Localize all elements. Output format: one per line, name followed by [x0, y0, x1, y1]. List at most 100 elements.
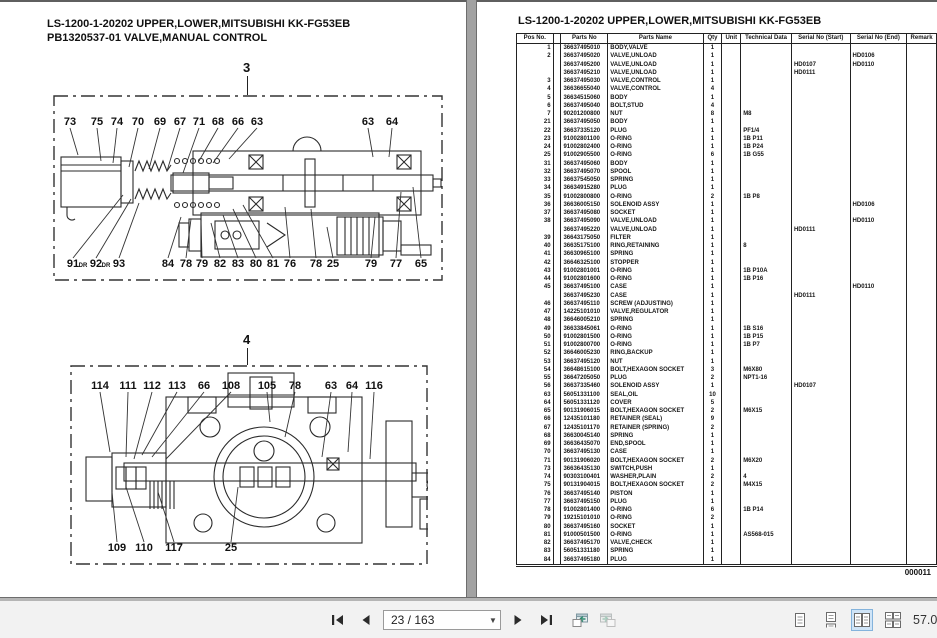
table-cell	[552, 489, 562, 498]
callout-leader-line	[141, 391, 178, 456]
table-cell: RETAINER (SPRING)	[607, 423, 704, 432]
table-cell	[552, 209, 562, 218]
callout-label: 108	[222, 380, 240, 392]
chevron-down-icon[interactable]: ▼	[489, 615, 497, 625]
column-header: Serial No (Start)	[790, 33, 851, 44]
table-cell	[721, 440, 742, 449]
callout-label: 67	[174, 116, 186, 128]
table-cell	[740, 349, 792, 358]
two-page-continuous-layout-icon	[885, 612, 901, 628]
table-cell	[906, 555, 937, 566]
table-cell	[906, 341, 937, 350]
table-cell: HD0107	[790, 60, 851, 69]
left-page-title-line1: LS-1200-1-20202 UPPER,LOWER,MITSUBISHI K…	[47, 18, 351, 30]
table-cell	[552, 126, 562, 135]
table-cell	[740, 77, 792, 86]
table-cell: PLUG	[607, 497, 704, 506]
table-cell: 91002801500	[560, 332, 609, 341]
table-cell: 36637495140	[560, 489, 609, 498]
table-cell: 52	[516, 349, 554, 358]
callout-label: 105	[258, 380, 276, 392]
two-page-layout-button[interactable]	[851, 609, 873, 631]
page-number-input[interactable]: 23 / 163 ▼	[383, 610, 501, 630]
table-cell	[721, 324, 742, 333]
callout-leader-line	[182, 127, 200, 174]
table-cell: 1	[702, 440, 723, 449]
table-cell: 36637495170	[560, 539, 609, 548]
table-cell: HD0106	[849, 52, 908, 61]
callout-leader-line	[198, 127, 219, 162]
table-cell: SOCKET	[607, 522, 704, 531]
table-cell: CASE	[607, 283, 704, 292]
table-cell	[906, 143, 937, 152]
table-cell: 21	[516, 118, 554, 127]
table-cell: 41	[516, 250, 554, 259]
table-cell	[552, 167, 562, 176]
table-cell	[552, 134, 562, 143]
table-cell	[552, 522, 562, 531]
table-cell: RETAINER (SEAL)	[607, 415, 704, 424]
table-cell	[906, 167, 937, 176]
table-cell: BODY	[607, 118, 704, 127]
callout-label: 79	[365, 258, 377, 270]
table-cell	[790, 341, 851, 350]
next-view-button[interactable]	[597, 609, 619, 631]
table-cell: 1	[702, 308, 723, 317]
continuous-layout-button[interactable]	[820, 609, 842, 631]
table-cell	[906, 316, 937, 325]
single-page-layout-button[interactable]	[789, 609, 811, 631]
table-cell: 91002801001	[560, 266, 609, 275]
table-cell: 79	[516, 514, 554, 523]
callout-label: 114	[91, 380, 110, 392]
table-cell	[552, 68, 562, 77]
callout-label: 25	[225, 542, 237, 554]
table-cell: PLUG	[607, 184, 704, 193]
next-page-button[interactable]	[507, 609, 529, 631]
table-cell: 1	[702, 184, 723, 193]
table-cell: 1B P16	[740, 275, 792, 284]
first-page-button[interactable]	[327, 609, 349, 631]
table-cell: 2	[702, 407, 723, 416]
table-cell	[906, 242, 937, 251]
table-cell: 36634915280	[560, 184, 609, 193]
table-cell	[721, 110, 742, 119]
table-cell	[552, 448, 562, 457]
table-cell	[906, 250, 937, 259]
table-cell	[552, 431, 562, 440]
table-cell	[721, 93, 742, 102]
callout-leader-line	[370, 216, 376, 259]
table-cell: O-RING	[607, 506, 704, 515]
two-page-continuous-layout-button[interactable]	[882, 609, 904, 631]
callout-leader-line	[167, 216, 182, 259]
table-cell	[906, 332, 937, 341]
table-cell	[552, 316, 562, 325]
table-cell	[849, 176, 908, 185]
previous-page-icon	[362, 615, 370, 625]
table-cell: 1	[702, 176, 723, 185]
table-cell	[790, 448, 851, 457]
table-cell: 53	[516, 357, 554, 366]
table-cell: SEAL,OIL	[607, 390, 704, 399]
table-cell	[906, 217, 937, 226]
table-cell	[849, 209, 908, 218]
table-cell	[552, 440, 562, 449]
last-page-button[interactable]	[535, 609, 557, 631]
previous-view-button[interactable]	[569, 609, 591, 631]
table-cell: 6	[702, 151, 723, 160]
table-cell	[849, 382, 908, 391]
table-cell: 81	[516, 530, 554, 539]
callout-label: 113	[168, 380, 186, 392]
table-cell	[552, 423, 562, 432]
table-cell: 91000501500	[560, 530, 609, 539]
previous-page-button[interactable]	[355, 609, 377, 631]
table-cell: 1	[702, 316, 723, 325]
